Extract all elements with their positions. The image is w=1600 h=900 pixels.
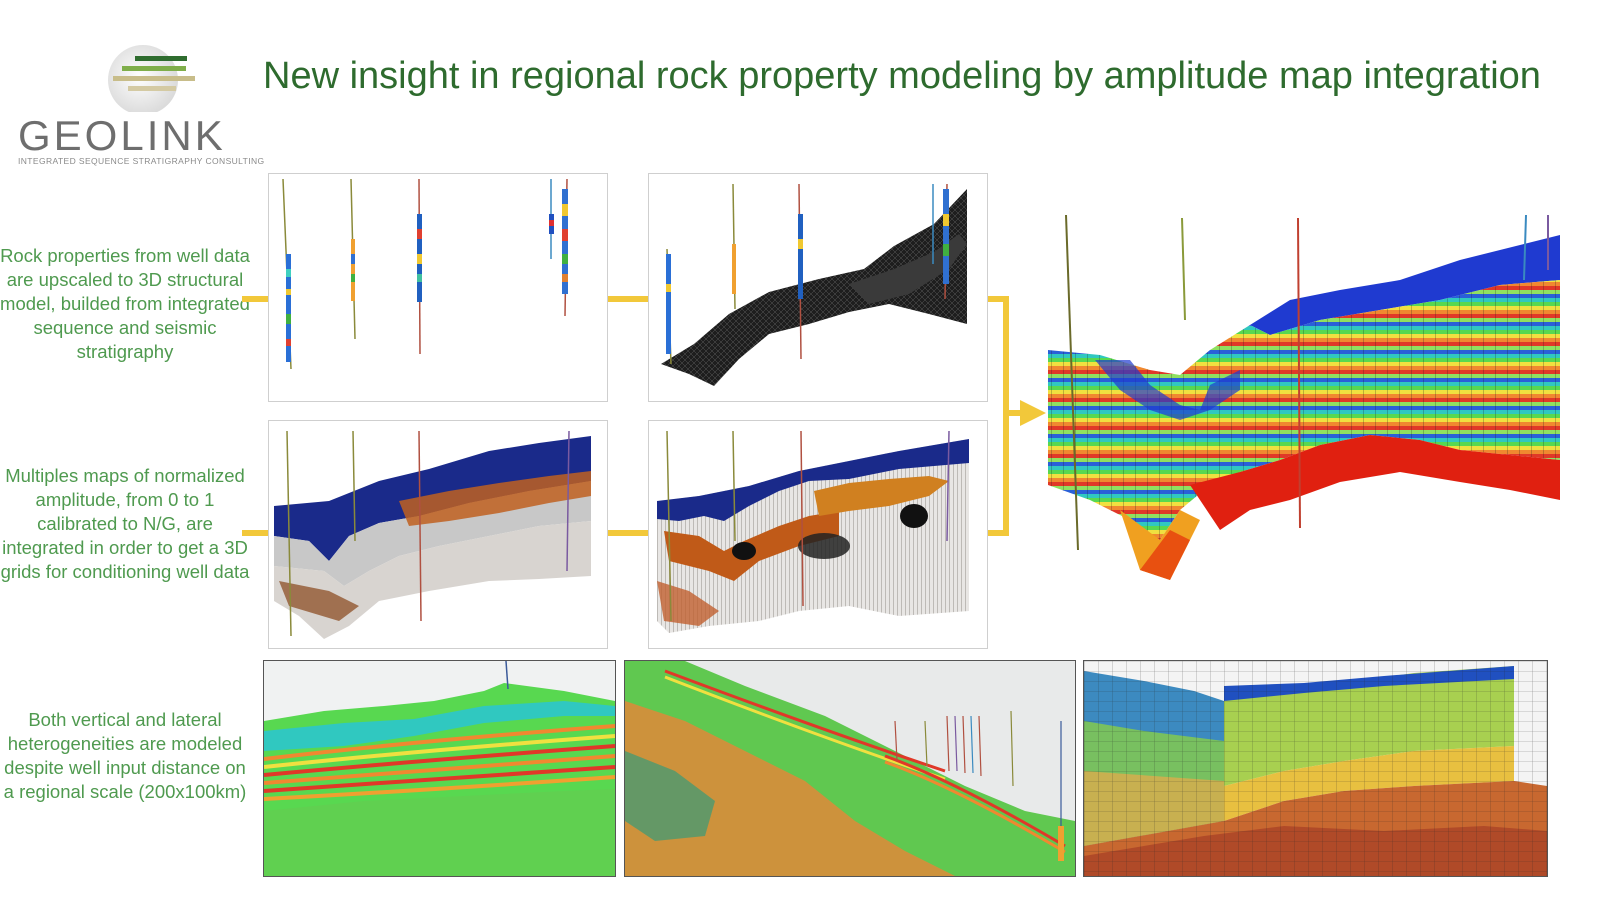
connector-vertical bbox=[1003, 296, 1009, 536]
geolink-logo bbox=[18, 42, 243, 167]
panel-green-section bbox=[263, 660, 616, 877]
connector-caption2 bbox=[242, 530, 268, 536]
panel-perspective-section bbox=[624, 660, 1076, 877]
arrow-right-icon bbox=[1020, 400, 1046, 426]
connector-row2 bbox=[607, 530, 648, 536]
caption-well-upscaling: Rock properties from well data are upsca… bbox=[0, 245, 250, 362]
caption-heterogeneities: Both vertical and lateral heterogeneitie… bbox=[3, 709, 247, 802]
panel-amplitude-surfaces bbox=[268, 420, 608, 649]
panel-amplitude-grid bbox=[648, 420, 988, 649]
connector-out2 bbox=[987, 530, 1009, 536]
logo-tagline: INTEGRATED SEQUENCE STRATIGRAPHY CONSULT… bbox=[18, 156, 265, 166]
connector-row1 bbox=[607, 296, 648, 302]
panel-structural-model bbox=[648, 173, 988, 402]
caption-amplitude-maps: Multiples maps of normalized amplitude, … bbox=[0, 465, 250, 582]
page-title: New insight in regional rock property mo… bbox=[263, 55, 1541, 97]
connector-join bbox=[1009, 410, 1023, 416]
logo-mark-icon bbox=[108, 45, 195, 115]
result-3d-grid bbox=[1040, 210, 1565, 595]
logo-name: GEOLINK bbox=[18, 112, 226, 159]
panel-well-logs bbox=[268, 173, 608, 402]
panel-lattice-section bbox=[1083, 660, 1548, 877]
connector-out1 bbox=[987, 296, 1009, 302]
connector-caption1 bbox=[242, 296, 268, 302]
